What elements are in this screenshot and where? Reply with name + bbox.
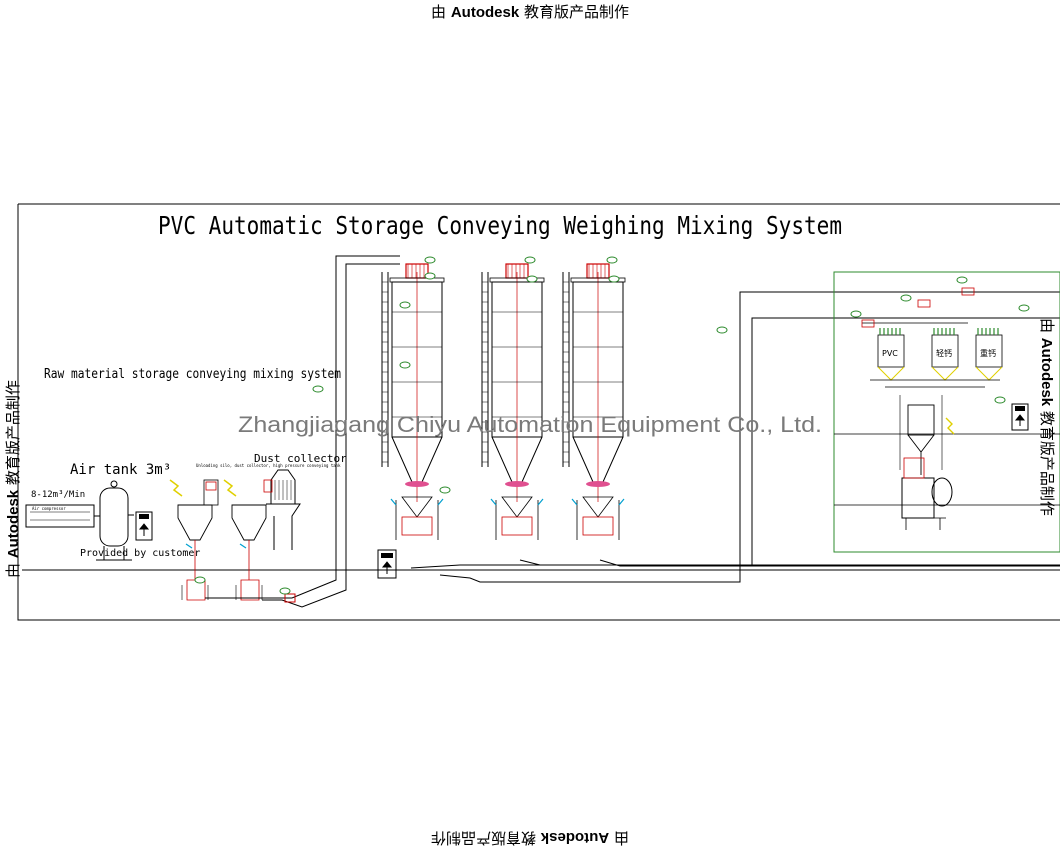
- hopper-light-calcium: 轻钙: [931, 328, 959, 381]
- storage-silo-2: [481, 263, 545, 541]
- drawing-title: PVC Automatic Storage Conveying Weighing…: [158, 211, 842, 240]
- air-compressor-label: Air compressor: [32, 506, 66, 511]
- bag-feeder-label: Unloading silo, dust collector, high pre…: [196, 463, 341, 468]
- storage-silo-1: [381, 263, 445, 541]
- hopper-pvc: PVC: [877, 328, 905, 381]
- air-tank-label: Air tank 3m³: [70, 462, 171, 478]
- provided-by-customer-label: Provided by customer: [80, 548, 200, 559]
- hopper-heavy-calcium: 重钙: [975, 328, 1003, 381]
- control-cabinet-center: [377, 549, 397, 579]
- dust-collector: [263, 469, 301, 550]
- air-tank: [96, 480, 134, 561]
- drawing-frame: [17, 203, 1060, 621]
- hopper-label-heavy-calcium: 重钙: [980, 348, 996, 358]
- raw-material-label: Raw material storage conveying mixing sy…: [44, 367, 341, 382]
- flow-rate-label: 8-12m³/Min: [31, 490, 85, 500]
- control-cabinet-left: [135, 511, 153, 541]
- unloading-station-1: [169, 479, 219, 601]
- hopper-label-pvc: PVC: [882, 349, 898, 358]
- dust-collector-label: Dust collector: [254, 452, 347, 465]
- mixing-station: PVC 轻钙 重钙: [833, 271, 1060, 553]
- storage-silo-3: [562, 263, 626, 541]
- unloading-station-2: [223, 479, 267, 601]
- hopper-label-light-calcium: 轻钙: [936, 348, 952, 358]
- air-compressor: [25, 504, 100, 528]
- autodesk-stamp-top: 由 Autodesk 教育版产品制作: [431, 3, 629, 21]
- company-watermark: Zhangjiagang Chiyu Automation Equipment …: [238, 412, 822, 437]
- conveying-pipeline: [205, 255, 1060, 608]
